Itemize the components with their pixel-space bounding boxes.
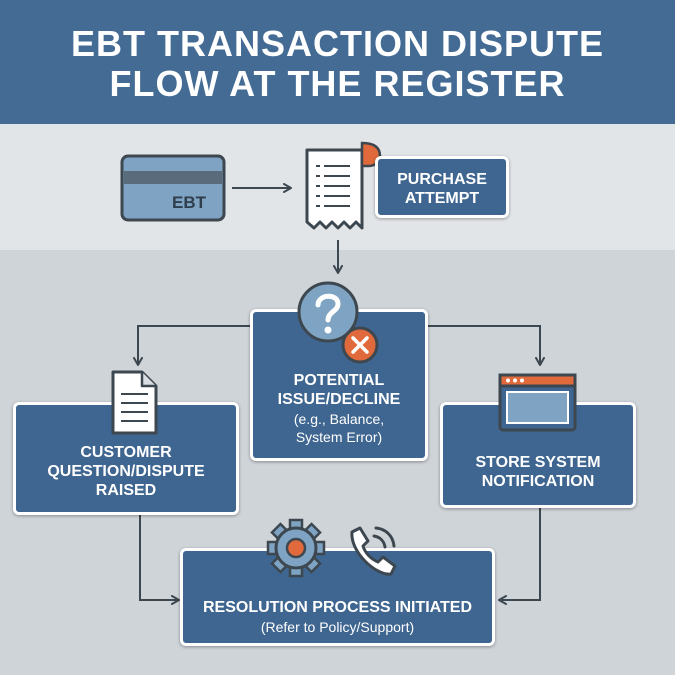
card-label: EBT [172, 193, 207, 212]
node-resolution: RESOLUTION PROCESS INITIATED (Refer to P… [180, 548, 495, 646]
issue-line-1: POTENTIAL [293, 372, 385, 389]
resolution-line-1: RESOLUTION PROCESS INITIATED [202, 599, 473, 616]
issue-sub-1: (e.g., Balance, [293, 411, 385, 427]
receipt-icon [305, 141, 382, 230]
customer-line-1: CUSTOMER [80, 444, 172, 461]
customer-line-3: RAISED [95, 482, 157, 499]
credit-card-icon [120, 154, 226, 222]
store-line-2: NOTIFICATION [481, 473, 595, 490]
arrow-store-to-resolution [498, 508, 541, 605]
issue-line-2: ISSUE/DECLINE [277, 391, 401, 408]
arrow-issue-to-customer [133, 325, 250, 366]
issue-sub-2: System Error) [295, 429, 383, 445]
node-customer-dispute: CUSTOMER QUESTION/DISPUTE RAISED [13, 402, 239, 515]
node-store-notification: STORE SYSTEM NOTIFICATION [440, 402, 636, 508]
arrow-customer-to-resolution [139, 515, 180, 605]
purchase-line-1: PURCHASE [397, 171, 487, 188]
node-potential-issue: POTENTIAL ISSUE/DECLINE (e.g., Balance, … [250, 309, 428, 461]
arrow-issue-to-store [428, 325, 545, 366]
store-line-1: STORE SYSTEM [475, 454, 601, 471]
flow-arrows [133, 183, 545, 605]
title-line-1: EBT TRANSACTION DISPUTE [70, 23, 604, 64]
resolution-sub-1: (Refer to Policy/Support) [260, 619, 415, 635]
title-line-2: FLOW AT THE REGISTER [109, 63, 566, 104]
title-banner [0, 0, 675, 124]
purchase-line-2: ATTEMPT [404, 190, 480, 207]
node-purchase-attempt: PURCHASE ATTEMPT [375, 156, 509, 218]
customer-line-2: QUESTION/DISPUTE [47, 463, 205, 480]
